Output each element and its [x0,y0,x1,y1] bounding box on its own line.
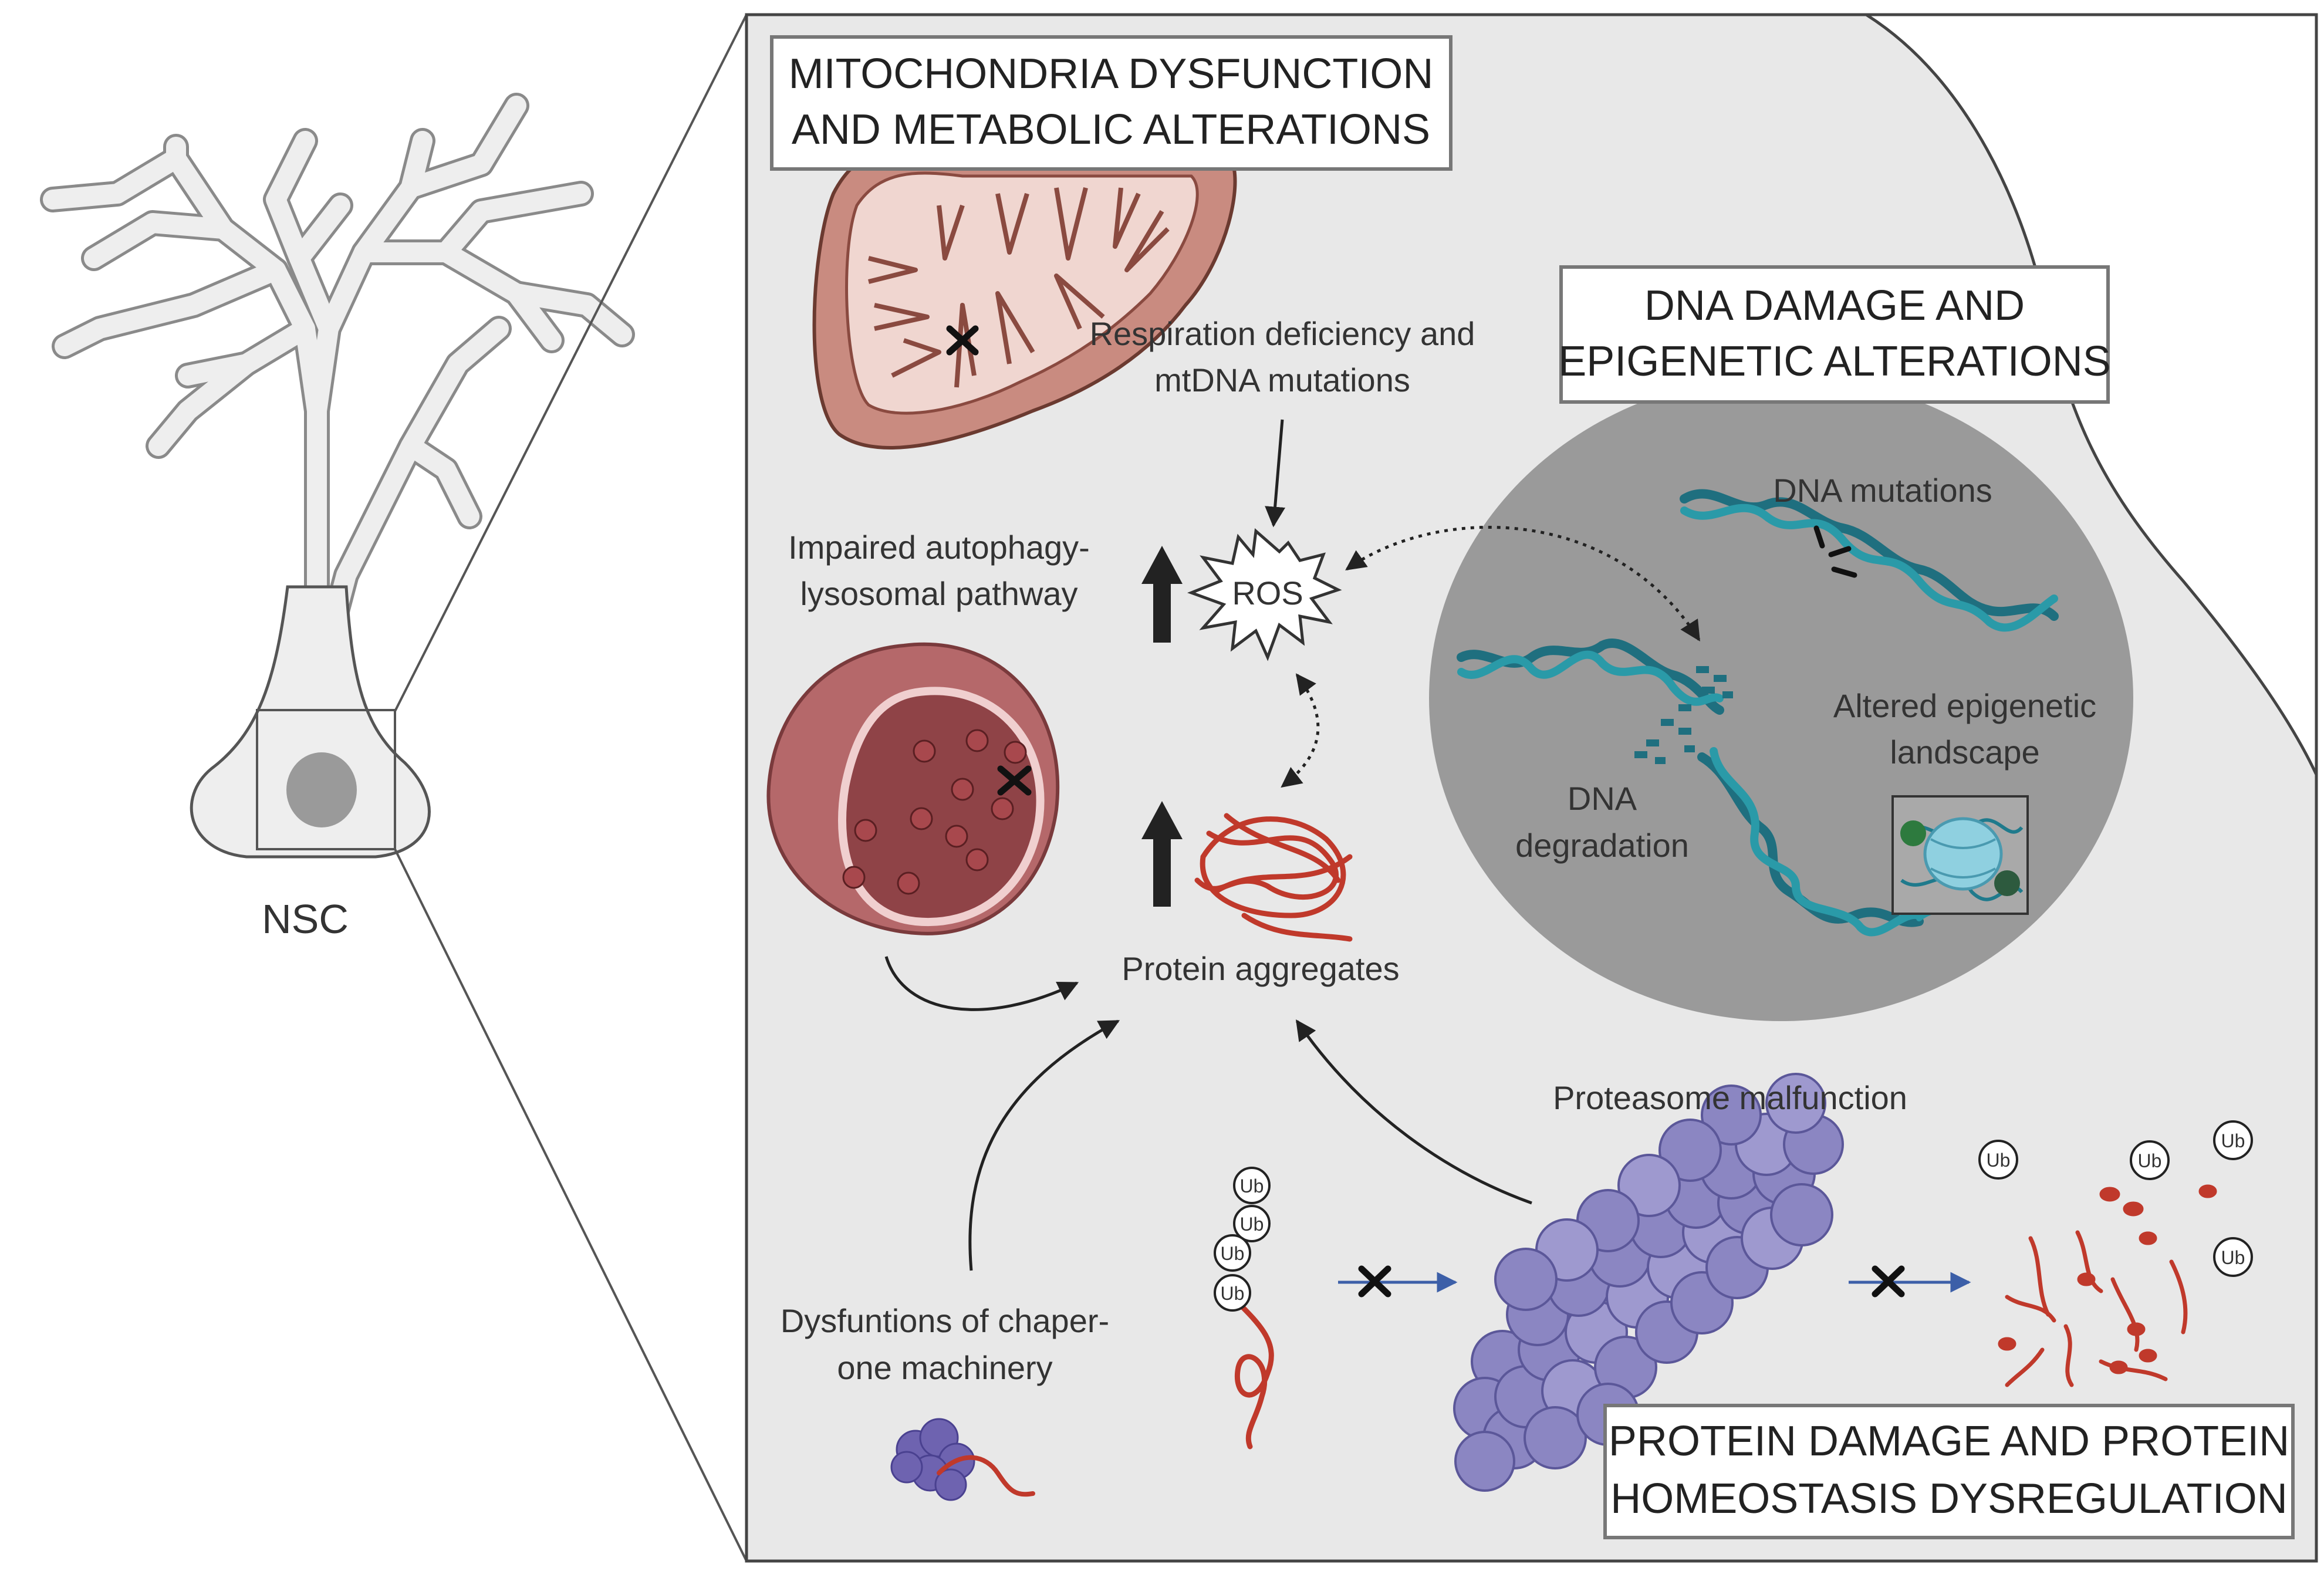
ubiquitin-tag: Ub [2130,1140,2170,1180]
block-x-icon [997,765,1032,796]
label-autophagy-2: lysosomal pathway [800,575,1077,612]
label-dna-mutations: DNA mutations [1773,472,1992,509]
free-ubiquitin: Ub Ub Ub Ub [1978,1120,2253,1277]
title-box-protein: PROTEIN DAMAGE AND PROTEIN HOMEOSTASIS D… [1603,1404,2295,1539]
arrow-ros-aggregates [1281,673,1320,788]
svg-text:Ub: Ub [2138,1150,2162,1171]
cell-soma [190,585,431,859]
label-proteasome: Proteasome malfunction [1553,1079,1907,1116]
label-respiration-1: Respiration deficiency and [1090,315,1475,352]
mitochondrion [812,140,1237,450]
svg-text:PROTEIN DAMAGE AND PROTEIN: PROTEIN DAMAGE AND PROTEIN [1609,1418,2289,1465]
ubiquitin-tag: Ub [1233,1205,1271,1242]
svg-text:MITOCHONDRIA DYSFUNCTION: MITOCHONDRIA DYSFUNCTION [789,50,1434,97]
svg-text:Ub: Ub [1221,1243,1245,1264]
arrow-chaperone-to-aggregates [968,1019,1120,1271]
nsc-label: NSC [262,896,349,942]
svg-text:DNA DAMAGE AND: DNA DAMAGE AND [1644,282,2025,329]
nucleus [286,752,357,827]
zoom-line-bottom [394,849,748,1562]
title-box-mitochondria: MITOCHONDRIA DYSFUNCTION AND METABOLIC A… [770,35,1452,171]
arrow-proteasome-to-aggregates [1295,1019,1532,1205]
ros-label: ROS [1232,575,1303,611]
degraded-peptides [1998,1184,2217,1387]
increase-arrow-ros [1141,546,1183,643]
label-epigenetic-1: Altered epigenetic [1833,687,2096,724]
label-respiration-2: mtDNA mutations [1154,362,1410,398]
svg-text:Ub: Ub [1240,1214,1264,1235]
label-dna-degradation-2: degradation [1515,827,1689,864]
ubiquitin-tag: Ub [1214,1234,1251,1272]
svg-text:AND METABOLIC ALTERATIONS: AND METABOLIC ALTERATIONS [792,106,1430,153]
block-x-icon [1872,1265,1905,1298]
svg-text:Ub: Ub [1221,1283,1245,1304]
label-epigenetic-2: landscape [1890,734,2039,771]
arrows [884,419,1701,1271]
ubiquitin-tag: Ub [1233,1167,1271,1204]
ubiquitinated-protein [1232,1297,1274,1450]
arrow-respiration-to-ros [1265,419,1286,528]
mutation-burst-icon [1813,525,1857,578]
label-protein-aggregates: Protein aggregates [1122,950,1399,987]
svg-text:Ub: Ub [2221,1130,2245,1151]
ubiquitin-tag: Ub [2213,1120,2253,1160]
dna-fragments [1634,666,1733,764]
svg-text:EPIGENETIC ALTERATIONS: EPIGENETIC ALTERATIONS [1558,338,2111,385]
protein-aggregate [1194,813,1353,942]
ubiquitin-tag: Ub [1978,1140,2018,1180]
arrow-lysosome-to-aggregates [884,956,1079,1011]
dna-strands [1457,489,2059,937]
arrow-ros-dna [1345,526,1701,641]
zoom-line-top [394,14,748,712]
increase-arrow-aggregates [1141,801,1183,907]
label-autophagy-1: Impaired autophagy- [788,529,1090,566]
label-chaperone-1: Dysfuntions of chaper- [781,1302,1109,1339]
svg-text:HOMEOSTASIS DYSREGULATION: HOMEOSTASIS DYSREGULATION [1610,1475,2288,1522]
label-dna-degradation-1: DNA [1568,780,1637,817]
block-x-icon [946,325,979,356]
ubiquitin-chain: Ub Ub Ub Ub [1214,1167,1271,1312]
nsc-cell: NSC [40,93,635,942]
title-box-dna: DNA DAMAGE AND EPIGENETIC ALTERATIONS [1558,265,2111,404]
svg-text:Ub: Ub [2221,1247,2245,1268]
ros-star: ROS [1187,528,1342,661]
label-chaperone-2: one machinery [837,1349,1052,1386]
ubiquitin-tag: Ub [2213,1237,2253,1277]
svg-text:Ub: Ub [1240,1175,1264,1197]
lysosome [766,642,1060,935]
block-x-icon [1358,1265,1391,1298]
labels: Respiration deficiency and mtDNA mutatio… [781,315,2096,1386]
ubiquitin-tag: Ub [1214,1274,1251,1312]
chaperone-complex [890,1418,1035,1501]
svg-text:Ub: Ub [1987,1150,2011,1171]
zoom-box [256,709,396,850]
blocked-arrows [1338,1265,1971,1298]
nucleosome-inset [1891,795,2029,915]
